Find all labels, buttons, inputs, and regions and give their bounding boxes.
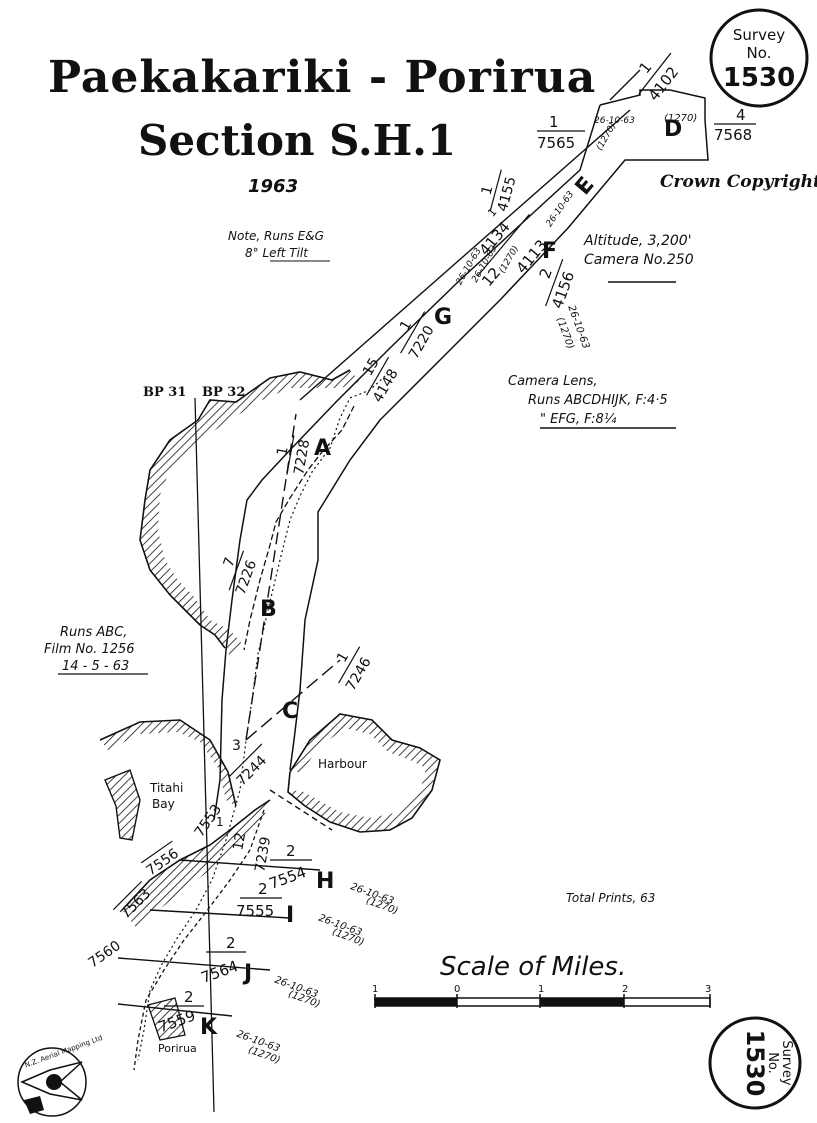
svg-text:BP 32: BP 32 (202, 385, 245, 400)
svg-text:" EFG, F:8¼: " EFG, F:8¼ (540, 412, 617, 427)
svg-text:7239: 7239 (252, 836, 274, 874)
svg-text:2: 2 (286, 842, 296, 860)
svg-text:1: 1 (334, 650, 352, 666)
survey-stamp-bottom: 1530 No. Survey (708, 1016, 802, 1110)
svg-text:1: 1 (549, 113, 559, 131)
svg-text:7244: 7244 (234, 753, 271, 790)
svg-text:2: 2 (622, 984, 628, 995)
run-h: H (316, 869, 334, 894)
scale-title: Scale of Miles. (440, 952, 626, 982)
svg-text:1530: 1530 (741, 1030, 769, 1097)
svg-text:1530: 1530 (723, 63, 795, 93)
run-f: F (542, 239, 557, 264)
svg-text:7554: 7554 (267, 863, 309, 893)
title-line-1: Paekakariki - Porirua (48, 52, 596, 103)
svg-text:14 - 5 - 63: 14 - 5 - 63 (62, 659, 129, 674)
svg-text:Runs ABCDHIJK, F:4·5: Runs ABCDHIJK, F:4·5 (528, 393, 668, 408)
svg-text:2: 2 (184, 988, 194, 1006)
svg-text:12: 12 (230, 831, 249, 851)
svg-text:7560: 7560 (85, 938, 123, 972)
nz-aerial-mapping-logo: N.Z. Aerial Mapping Ltd (17, 1034, 104, 1117)
svg-text:1: 1 (635, 58, 655, 77)
svg-text:1: 1 (397, 318, 415, 334)
notes: Note, Runs E&G 8° Left Tilt Altitude, 3,… (44, 229, 694, 905)
svg-text:15: 15 (360, 355, 383, 378)
title-line-2: Section S.H.1 (138, 116, 456, 165)
run-k: K (200, 1015, 218, 1040)
run-g: G (434, 305, 452, 330)
map-title: Paekakariki - Porirua Section S.H.1 1963 (48, 52, 596, 197)
svg-text:7565: 7565 (537, 134, 575, 152)
title-year: 1963 (248, 176, 298, 197)
svg-text:8° Left Tilt: 8° Left Tilt (245, 246, 309, 260)
roads (133, 89, 709, 1071)
svg-text:7564: 7564 (199, 957, 241, 987)
svg-text:1: 1 (274, 445, 291, 457)
survey-stamp-top: Survey No. 1530 (709, 8, 809, 108)
place-porirua: Porirua (158, 1042, 197, 1055)
svg-text:BP 31: BP 31 (143, 385, 186, 400)
svg-text:Total Prints, 63: Total Prints, 63 (566, 891, 655, 905)
run-c: C (282, 699, 298, 724)
coastline (99, 369, 441, 1041)
svg-text:Survey: Survey (779, 1040, 794, 1086)
run-a: A (314, 436, 331, 461)
svg-text:Film No. 1256: Film No. 1256 (44, 642, 135, 657)
run-d: D (664, 117, 682, 142)
svg-text:Survey: Survey (733, 26, 785, 44)
run-b: B (260, 597, 277, 622)
svg-text:Camera Lens,: Camera Lens, (508, 374, 598, 389)
svg-text:No.: No. (765, 1052, 780, 1074)
svg-text:1: 1 (538, 984, 544, 995)
place-harbour: Harbour (318, 757, 367, 771)
scale-of-miles: Scale of Miles. 1 0 1 2 3 (372, 952, 711, 1008)
run-letters: A B C D E F G H I J K (200, 117, 682, 1040)
railway (137, 375, 386, 1061)
svg-text:2: 2 (536, 266, 556, 281)
svg-text:2: 2 (258, 880, 268, 898)
svg-text:3: 3 (232, 738, 241, 754)
svg-text:1: 1 (479, 184, 497, 197)
svg-text:No.: No. (747, 44, 772, 62)
svg-text:2: 2 (226, 934, 236, 952)
svg-text:7555: 7555 (236, 902, 274, 920)
svg-text:1: 1 (372, 984, 378, 995)
place-titahi-bay-2: Bay (152, 797, 175, 811)
svg-text:Runs ABC,: Runs ABC, (60, 625, 127, 640)
place-titahi-bay-1: Titahi (149, 781, 183, 795)
svg-text:0: 0 (454, 984, 460, 995)
run-i: I (286, 903, 294, 928)
svg-text:Altitude, 3,200': Altitude, 3,200' (583, 233, 692, 249)
place-names: Titahi Bay Harbour Porirua (149, 757, 367, 1055)
svg-text:4: 4 (736, 106, 746, 124)
run-j: J (242, 961, 252, 986)
svg-text:7568: 7568 (714, 126, 752, 144)
crown-copyright: Crown Copyright (660, 172, 817, 192)
svg-text:1: 1 (216, 815, 224, 829)
svg-text:(1270): (1270) (664, 113, 697, 124)
photo-block-boundary: BP 31 BP 32 (143, 385, 245, 1113)
svg-text:Note, Runs E&G: Note, Runs E&G (228, 229, 324, 243)
svg-text:26-10-63: 26-10-63 (594, 116, 635, 126)
svg-text:7: 7 (221, 555, 239, 569)
svg-text:3: 3 (705, 984, 711, 995)
svg-text:7228: 7228 (291, 438, 313, 476)
svg-text:Camera No.250: Camera No.250 (584, 252, 694, 268)
